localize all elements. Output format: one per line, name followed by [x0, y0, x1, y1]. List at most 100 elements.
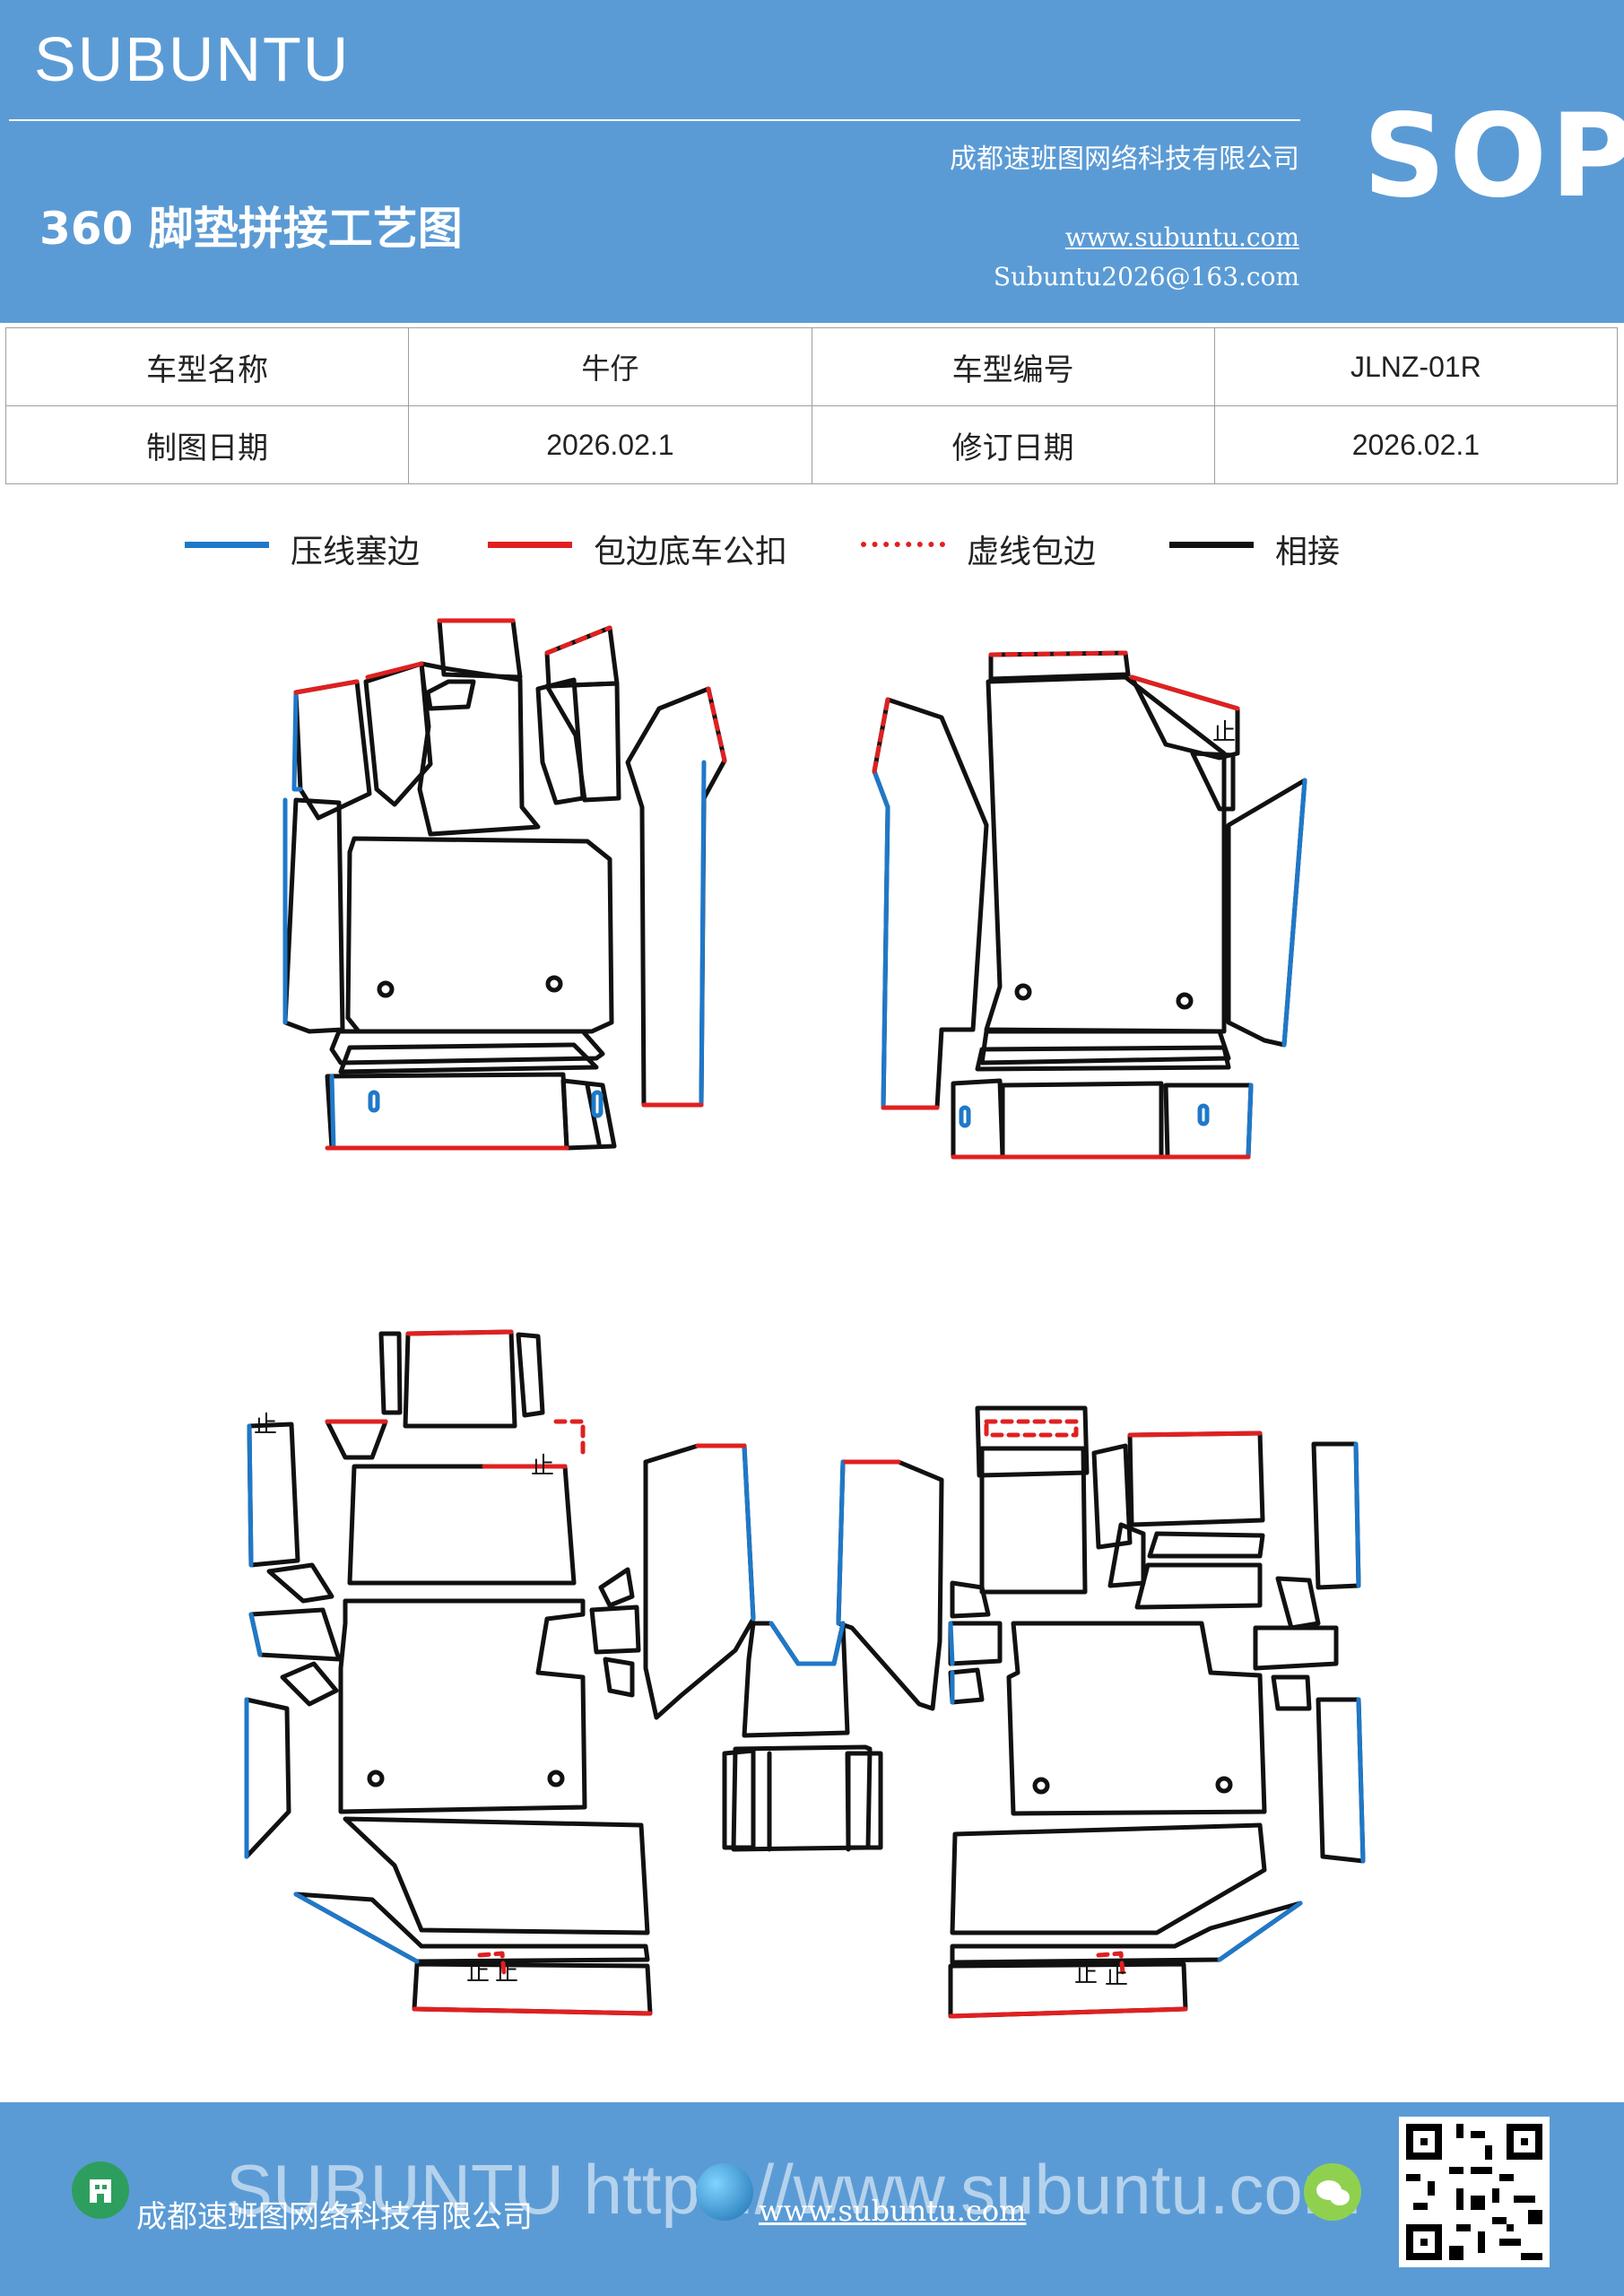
company-website-link[interactable]: www.subuntu.com: [1064, 222, 1299, 252]
stop-mark: 止: [1105, 1963, 1128, 1990]
legend-label: 虚线包边: [967, 534, 1097, 570]
mat-piece: [950, 1822, 1267, 1935]
mat-piece: [1316, 1697, 1366, 1864]
mat-piece: [836, 1459, 944, 1711]
qr-code-icon[interactable]: [1399, 2117, 1550, 2267]
mat-piece: [1006, 1621, 1267, 1816]
mat-piece: [1190, 751, 1236, 812]
mat-piece: [975, 1045, 1231, 1072]
mat-piece: [988, 650, 1131, 682]
revision-date-label: 修订日期: [811, 405, 1215, 484]
revision-date-value: 2026.02.1: [1213, 405, 1619, 484]
press-line-edges: [244, 690, 1366, 1964]
mat-piece: [343, 1816, 650, 1935]
mat-piece: [535, 677, 586, 805]
vehicle-name-label: 车型名称: [4, 327, 410, 406]
mat-piece: [872, 697, 989, 1110]
driver-mat-set: [282, 618, 727, 1151]
sop-badge: SOP: [1363, 90, 1624, 223]
mat-piece: [338, 1598, 587, 1814]
line-legend: 压线塞边 包边底车公扣 虚线包边 相接: [0, 526, 1624, 570]
table-row: 车型名称 牛仔 车型编号 JLNZ-01R: [4, 327, 1619, 406]
footer-watermark: SUBUNTU https://www.subuntu.com: [226, 2150, 1361, 2229]
header-divider: [9, 119, 1300, 121]
legend-label: 包边底车公扣: [594, 534, 788, 570]
stop-mark: 止: [495, 1960, 518, 1987]
mat-piece: [975, 1405, 1090, 1478]
legend-swatch: [861, 542, 945, 547]
footer-website-link[interactable]: www.subuntu.com: [759, 2194, 1027, 2228]
mat-piece: [266, 1562, 334, 1604]
mat-piece: [1271, 1674, 1312, 1711]
company-email: Subuntu2026@163.com: [993, 262, 1299, 291]
mat-piece: [598, 1567, 635, 1608]
stop-mark: 止: [1074, 1961, 1098, 1988]
mat-piece: [244, 1697, 291, 1859]
mat-piece: [603, 1657, 635, 1698]
mat-piece: [1107, 1522, 1146, 1588]
mat-piece: [293, 1892, 650, 1964]
vehicle-name-value: 牛仔: [408, 327, 812, 406]
mat-piece: [345, 836, 614, 1034]
mat-piece: [293, 679, 372, 821]
mat-piece: [948, 1621, 1003, 1666]
vehicle-code-value: JLNZ-01R: [1213, 327, 1619, 406]
center-console-set: [722, 1621, 883, 1852]
mat-piece: [845, 1751, 883, 1850]
mat-piece: [403, 1329, 517, 1429]
mat-piece: [544, 681, 621, 803]
mat-piece: [1226, 778, 1307, 1048]
globe-icon: [696, 2163, 753, 2221]
mat-piece: [248, 1607, 342, 1662]
passenger-mat-set: [872, 650, 1307, 1160]
mat-piece: [280, 1661, 339, 1707]
table-row: 制图日期 2026.02.1 修订日期 2026.02.1: [4, 405, 1619, 484]
mat-piece: [742, 1621, 850, 1738]
draw-date-value: 2026.02.1: [408, 405, 812, 484]
mat-piece: [325, 1419, 388, 1460]
mat-piece: [412, 1961, 653, 2016]
draw-date-label: 制图日期: [4, 405, 410, 484]
stop-mark: 止: [254, 1412, 277, 1439]
footer-company-name: 成都速班图网络科技有限公司: [136, 2199, 533, 2235]
stop-mark: 止: [1212, 719, 1236, 746]
mat-piece: [544, 625, 620, 689]
mat-piece: [950, 1580, 991, 1619]
mat-piece: [338, 1042, 599, 1074]
stop-mark: 止: [531, 1453, 554, 1480]
legend-swatch: [185, 542, 269, 548]
legend-swatch: [1169, 542, 1254, 548]
mat-piece: [417, 661, 541, 837]
mat-piece: [589, 1605, 641, 1655]
mat-piece: [329, 1029, 605, 1065]
dashed-binding-edges: [477, 625, 1128, 1976]
page-footer: SUBUNTU https://www.subuntu.com 成都速班图网络科…: [0, 2102, 1624, 2296]
mat-piece: [948, 1667, 985, 1705]
mat-piece: [378, 1331, 403, 1415]
mat-piece: [1147, 1531, 1265, 1559]
mat-piece: [1253, 1625, 1339, 1671]
vehicle-code-label: 车型编号: [811, 327, 1215, 406]
legend-label: 压线塞边: [291, 534, 421, 570]
legend-swatch: [488, 542, 572, 548]
mat-piece: [1127, 1431, 1265, 1527]
mat-piece: [984, 674, 1227, 1034]
mat-piece: [979, 1446, 1088, 1595]
vehicle-info-table: 车型名称 牛仔 车型编号 JLNZ-01R 制图日期 2026.02.1 修订日…: [4, 327, 1619, 484]
wechat-icon[interactable]: [1304, 2163, 1361, 2221]
mat-piece: [560, 1078, 617, 1151]
mat-piece: [625, 686, 727, 1108]
mat-piece: [1000, 1081, 1164, 1160]
stop-marks: 止 止 止 止 止 止 止: [254, 719, 1236, 1990]
mat-piece: [516, 1332, 545, 1418]
document-title: 360 脚垫拼接工艺图: [39, 203, 463, 255]
mat-piece: [325, 1072, 569, 1151]
mat-piece: [1134, 1562, 1263, 1610]
binding-edges: [293, 618, 1263, 2019]
legend-label: 相接: [1275, 534, 1341, 570]
building-icon: [72, 2161, 129, 2219]
rear-right-mat-set: [836, 1405, 1366, 2019]
brand-name: SUBUNTU: [34, 24, 351, 94]
mat-piece: [247, 1422, 300, 1568]
